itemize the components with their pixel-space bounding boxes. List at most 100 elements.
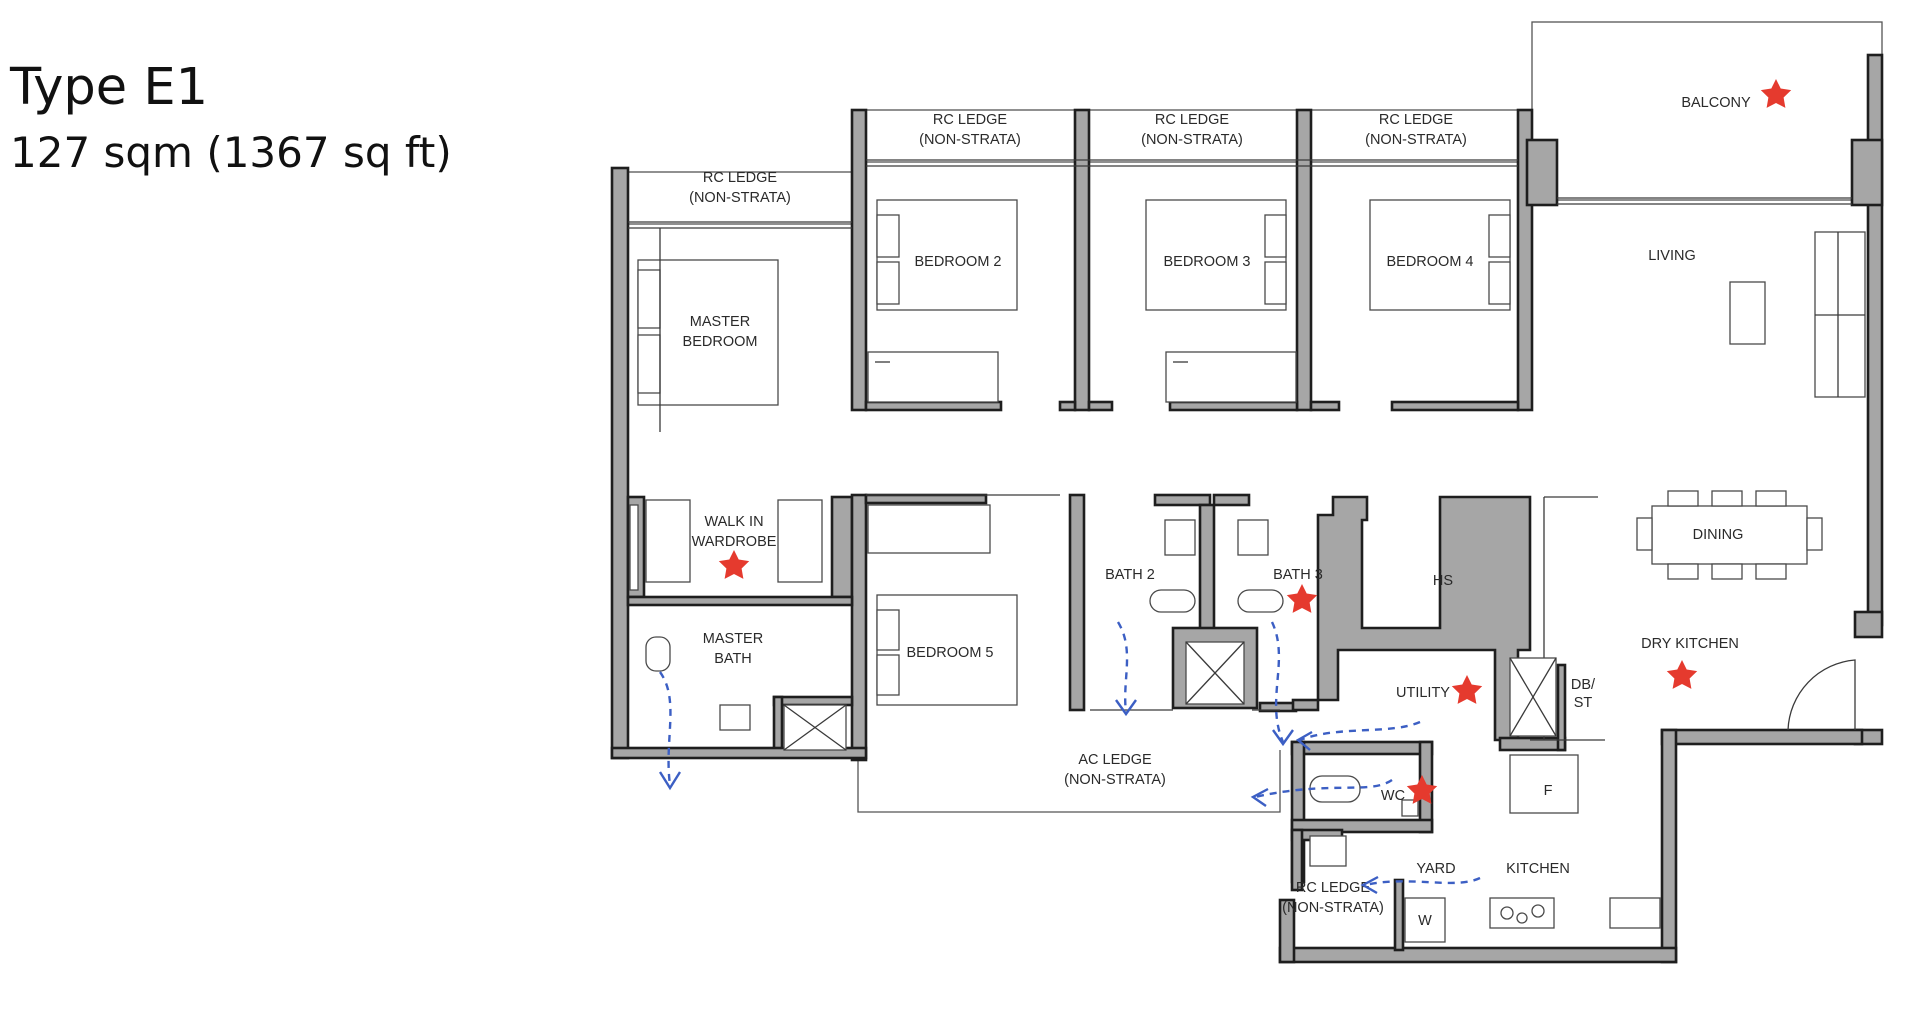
burner	[1500, 906, 1514, 920]
fridge	[1509, 754, 1579, 814]
ac-ledge-label-2: (NON-STRATA)	[1064, 772, 1166, 788]
pillow	[876, 609, 900, 651]
wall	[1290, 828, 1304, 892]
wall	[1291, 698, 1320, 712]
balcony-outline	[1531, 21, 1883, 201]
walls	[610, 53, 1884, 964]
washer-label: W	[1418, 913, 1432, 929]
wall	[864, 493, 988, 505]
master-bed	[637, 259, 779, 406]
door-swing	[1787, 659, 1856, 731]
wall	[1295, 108, 1313, 412]
wall	[1212, 493, 1251, 507]
master-bath-label-2: BATH	[714, 651, 752, 667]
kitchen-label: KITCHEN	[1506, 861, 1570, 877]
hs-label: HS	[1433, 573, 1453, 589]
pillow	[1264, 261, 1287, 305]
arrow-master-bath	[659, 671, 672, 786]
basin	[1401, 799, 1419, 817]
basin	[1164, 519, 1196, 556]
rc-ledge-master-label: RC LEDGE	[703, 170, 777, 186]
wall	[772, 695, 784, 754]
chair	[1636, 517, 1653, 551]
master-bath-label: MASTER	[703, 631, 763, 647]
dry-kitchen-star-icon	[1666, 660, 1698, 689]
rc-ledge-yard-label-2: (NON-STRATA)	[1282, 900, 1384, 916]
shower-line	[783, 704, 847, 751]
arrow-head	[1115, 699, 1137, 717]
pillow	[637, 334, 661, 394]
bath3-label: BATH 3	[1273, 567, 1323, 583]
burner	[1531, 904, 1545, 918]
bed	[1145, 199, 1287, 311]
rc-ledge-bed3-label: RC LEDGE	[1155, 112, 1229, 128]
wall	[850, 108, 868, 412]
wall	[1278, 946, 1678, 964]
hs-walls	[1316, 495, 1532, 742]
ledge-outlines	[624, 21, 1883, 813]
balcony-star-icon	[1760, 79, 1792, 108]
arrow-head	[1360, 875, 1379, 895]
rc-ledge-bed4-label: RC LEDGE	[1379, 112, 1453, 128]
pillow	[876, 261, 900, 305]
balcony-label: BALCONY	[1681, 95, 1751, 111]
wall	[610, 166, 630, 760]
rc-ledge-bed3-label-2: (NON-STRATA)	[1141, 132, 1243, 148]
pillow	[876, 214, 900, 258]
wc-star-icon	[1406, 775, 1438, 804]
chair	[1806, 517, 1823, 551]
toilet	[645, 636, 671, 672]
fridge-label: F	[1544, 783, 1553, 799]
arrow-bath2	[1116, 621, 1129, 713]
wardrobe-star-icon	[718, 550, 750, 579]
bath3-star-icon	[1286, 584, 1318, 613]
coffee-table	[1729, 281, 1766, 345]
rc-ledge-master-label-2: (NON-STRATA)	[689, 190, 791, 206]
unit-area-label: 127 sqm (1367 sq ft)	[10, 128, 452, 177]
arrow-head	[1295, 730, 1313, 751]
wall	[772, 695, 854, 707]
wall	[1278, 898, 1296, 964]
dry-kitchen-label: DRY KITCHEN	[1641, 636, 1739, 652]
cabinet-line	[1509, 657, 1557, 737]
rc-ledge-bed4-label-2: (NON-STRATA)	[1365, 132, 1467, 148]
master-bedroom-label: MASTER	[690, 314, 750, 330]
wall	[864, 400, 1003, 412]
shower-line	[1185, 641, 1245, 705]
rc-ledge-master-outline	[624, 171, 853, 225]
wall	[1660, 728, 1864, 746]
washer	[1404, 897, 1446, 943]
wall	[1058, 400, 1077, 412]
wall	[1087, 400, 1114, 412]
arrow-head	[1250, 787, 1269, 807]
basin	[719, 704, 751, 731]
wardrobe	[777, 499, 823, 583]
ac-ledge-label: AC LEDGE	[1078, 752, 1152, 768]
pillow	[1264, 214, 1287, 258]
basin	[1237, 519, 1269, 556]
wall	[1556, 663, 1567, 752]
bedroom4-label: BEDROOM 4	[1386, 254, 1473, 270]
cabinet	[1309, 835, 1347, 867]
unit-heading: Type E1 127 sqm (1367 sq ft)	[10, 58, 452, 180]
utility-star-icon	[1451, 675, 1483, 704]
arrow-head	[658, 771, 682, 791]
arrow-head	[1272, 729, 1294, 747]
furniture	[629, 199, 1866, 943]
wardrobe	[629, 504, 639, 591]
chair	[1711, 563, 1743, 580]
wall	[1068, 493, 1086, 712]
wall	[1309, 400, 1341, 412]
pillow	[1488, 214, 1511, 258]
room-labels: RC LEDGE (NON-STRATA) RC LEDGE (NON-STRA…	[683, 95, 1751, 929]
chair	[1667, 490, 1699, 507]
arrow-utility	[1299, 720, 1421, 742]
wall	[830, 495, 854, 599]
toilet	[1237, 589, 1284, 613]
wall	[1073, 108, 1091, 412]
bath2-label: BATH 2	[1105, 567, 1155, 583]
wall	[850, 493, 868, 762]
bedroom5-label: BEDROOM 5	[906, 645, 993, 661]
unit-type-label: Type E1	[10, 58, 209, 117]
